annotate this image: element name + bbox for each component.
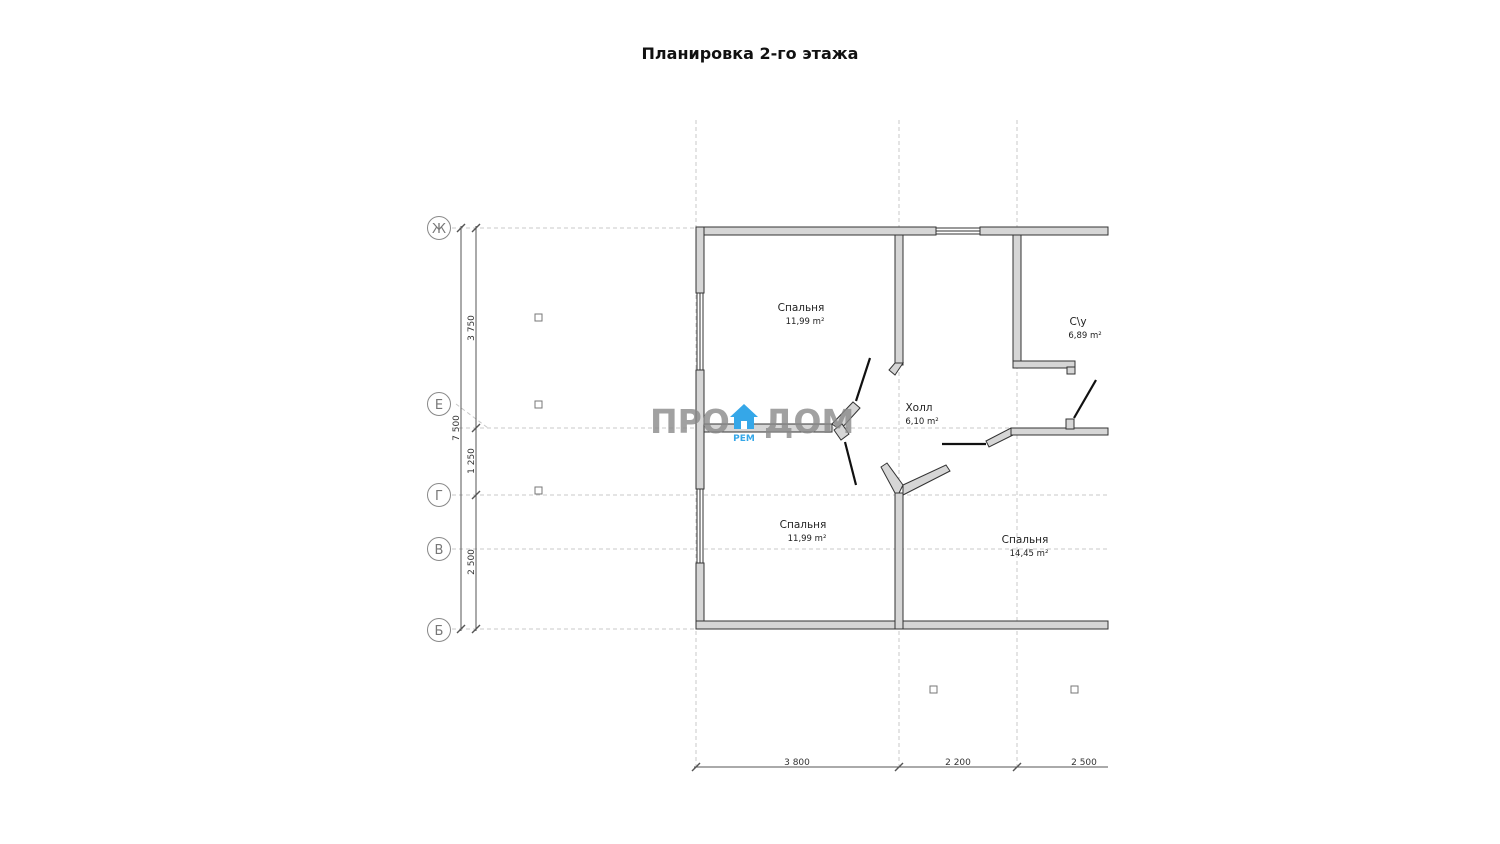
svg-text:Е: Е (435, 398, 443, 413)
room-name: Спальня (780, 519, 827, 531)
room-bedroom-3: Спальня 14,45 m² (1002, 534, 1049, 559)
dim-h-2500: 2 500 (1071, 758, 1097, 768)
wall-left-upper (695, 226, 705, 294)
room-name: Спальня (778, 302, 825, 314)
column-markers (534, 313, 1079, 694)
room-bedroom-1: Спальня 11,99 m² (778, 302, 825, 327)
dim-v-2500: 2 500 (467, 549, 477, 575)
room-name: С\у (1069, 316, 1086, 328)
room-area: 6,10 m² (905, 417, 938, 427)
wall-partition-bottom (894, 492, 904, 630)
dim-h-2200: 2 200 (945, 758, 971, 768)
room-area: 11,99 m² (786, 317, 825, 327)
logo-subtext: РЕМ (733, 434, 755, 444)
axis-marker-b: Б (427, 618, 451, 642)
windows (696, 227, 981, 564)
logo-text-left: ПРО (650, 402, 730, 441)
wall-y-left (880, 462, 904, 494)
wall-y-right (902, 464, 951, 496)
room-area: 11,99 m² (788, 534, 827, 544)
axis-marker-zh: Ж (427, 216, 451, 240)
dimension-lines (456, 223, 1108, 772)
dim-v-3750: 3 750 (467, 315, 477, 341)
wall-top-left (695, 226, 937, 236)
axis-marker-v: В (427, 537, 451, 561)
svg-text:Г: Г (435, 489, 443, 504)
wall-top-right (979, 226, 1109, 236)
door-bathroom (1073, 379, 1097, 419)
logo-text-right: ДОМ (764, 402, 854, 441)
doors (843, 357, 1097, 486)
page-title: Планировка 2-го этажа (641, 44, 859, 63)
dimension-labels: 3 750 7 500 1 250 2 500 3 800 2 200 2 50… (452, 315, 1097, 768)
door-bedroom-top (854, 357, 872, 402)
wall-bathroom-left (1012, 234, 1022, 368)
window-left-upper (696, 292, 704, 371)
wall-partition-top (894, 234, 904, 366)
room-area: 6,89 m² (1068, 331, 1101, 341)
room-hall: Холл 6,10 m² (905, 402, 938, 427)
dim-v-7500: 7 500 (452, 415, 462, 441)
grid-lines (452, 120, 1108, 768)
room-name: Холл (905, 402, 932, 414)
dim-v-1250: 1 250 (467, 448, 477, 474)
axis-markers: Ж Е Г В Б (427, 216, 451, 642)
wall-hall-right (1010, 427, 1109, 436)
wall-diag-lower (833, 423, 850, 441)
house-icon (730, 404, 758, 429)
wall-bathroom-stub (1066, 366, 1076, 375)
svg-text:Б: Б (435, 624, 444, 639)
wall-bathroom-bottom (1012, 360, 1076, 369)
room-name: Спальня (1002, 534, 1049, 546)
room-labels: Спальня 11,99 m² С\у 6,89 m² Холл 6,10 m… (778, 302, 1102, 559)
door-bedroom-bottom (843, 441, 858, 486)
wall-left-lower (695, 562, 705, 630)
dim-h-3800: 3 800 (784, 758, 810, 768)
wall-hall-stub (1065, 418, 1075, 430)
room-bathroom: С\у 6,89 m² (1068, 316, 1101, 341)
svg-text:В: В (435, 543, 444, 558)
axis-marker-e: Е (427, 392, 451, 416)
window-left-lower (696, 488, 704, 564)
svg-text:Ж: Ж (432, 222, 446, 237)
room-bedroom-2: Спальня 11,99 m² (780, 519, 827, 544)
wall-stub-top (888, 362, 904, 376)
window-top (935, 227, 981, 235)
axis-marker-g: Г (427, 483, 451, 507)
room-area: 14,45 m² (1010, 549, 1049, 559)
watermark-logo: ПРО РЕМ ДОМ (650, 402, 854, 444)
wall-mid-horizontal (703, 423, 833, 433)
